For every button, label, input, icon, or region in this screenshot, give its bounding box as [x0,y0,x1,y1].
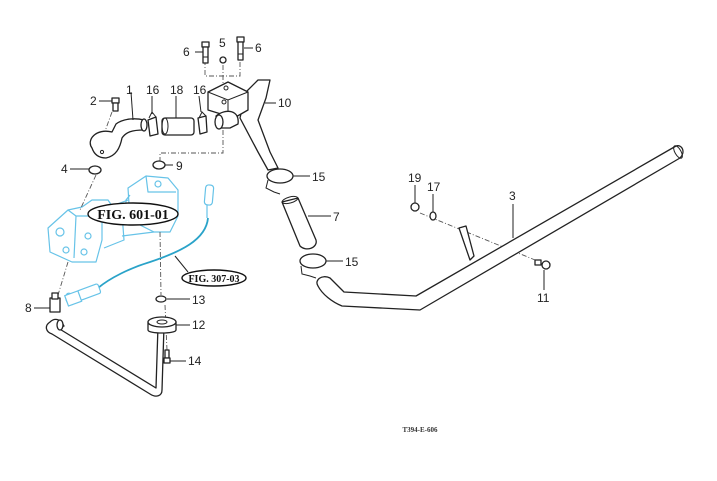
drawing-code: T394-E-606 [403,426,439,434]
part-15-clamp-upper [265,168,294,195]
part-12-tube-assembly [45,316,177,397]
fig-307-03-label: FIG. 307-03 [188,274,239,285]
reference-sensor-cable [63,184,215,307]
part-18-washer [429,211,437,221]
callout-5[interactable]: 5 [219,36,226,50]
part-6-bolt-left [201,41,210,64]
part-17-hose [161,117,195,136]
callout-8[interactable]: 8 [25,301,32,315]
part-4-o-ring [88,165,102,175]
callout-14[interactable]: 14 [188,354,202,368]
fig-307-03-reference[interactable]: FIG. 307-03 [181,269,247,287]
part-5-plug [219,56,227,64]
part-1-inlet-pipe [89,118,148,159]
callout-15[interactable]: 15 [312,170,326,184]
part-6-bolt-right [236,36,245,61]
callout-10[interactable]: 10 [278,96,292,110]
callout-9[interactable]: 9 [176,159,183,173]
callout-1[interactable]: 1 [126,83,133,97]
fig-601-01-reference[interactable]: FIG. 601-01 [87,202,179,226]
part-16-clamp-right [197,111,208,135]
callout-3[interactable]: 3 [509,189,516,203]
callout-7[interactable]: 7 [333,210,340,224]
part-2-bolt [111,97,120,112]
callout-19[interactable]: 19 [408,171,422,185]
callouts: 6 5 6 2 1 16 18 16 10 4 9 15 7 15 19 17 … [25,36,550,368]
callout-12[interactable]: 12 [192,318,206,332]
part-7-hose [281,195,317,250]
callout-17[interactable]: 18 [170,83,184,97]
callout-6[interactable]: 6 [183,45,190,59]
part-16-clamp-left [147,111,159,137]
callout-4[interactable]: 4 [61,162,68,176]
part-10-outlet-pipe [207,79,279,171]
part-3-main-pipe [316,145,684,311]
part-8-fitting [49,292,61,313]
leader-lines [34,47,545,362]
callout-13[interactable]: 13 [192,293,206,307]
fig-601-01-label: FIG. 601-01 [97,208,169,223]
callout-15[interactable]: 15 [345,255,359,269]
callout-11[interactable]: 11 [537,291,550,305]
part-9-o-ring [152,160,166,170]
part-14-bolt [163,349,171,364]
part-15-clamp-lower [299,253,327,279]
part-11-bolt [534,259,551,270]
callout-2[interactable]: 2 [90,94,97,108]
callout-18[interactable]: 17 [427,180,441,194]
callout-6[interactable]: 6 [255,41,262,55]
part-19-nut [410,202,420,212]
callout-16[interactable]: 16 [193,83,207,97]
part-13-o-ring [155,295,167,303]
callout-16[interactable]: 16 [146,83,160,97]
